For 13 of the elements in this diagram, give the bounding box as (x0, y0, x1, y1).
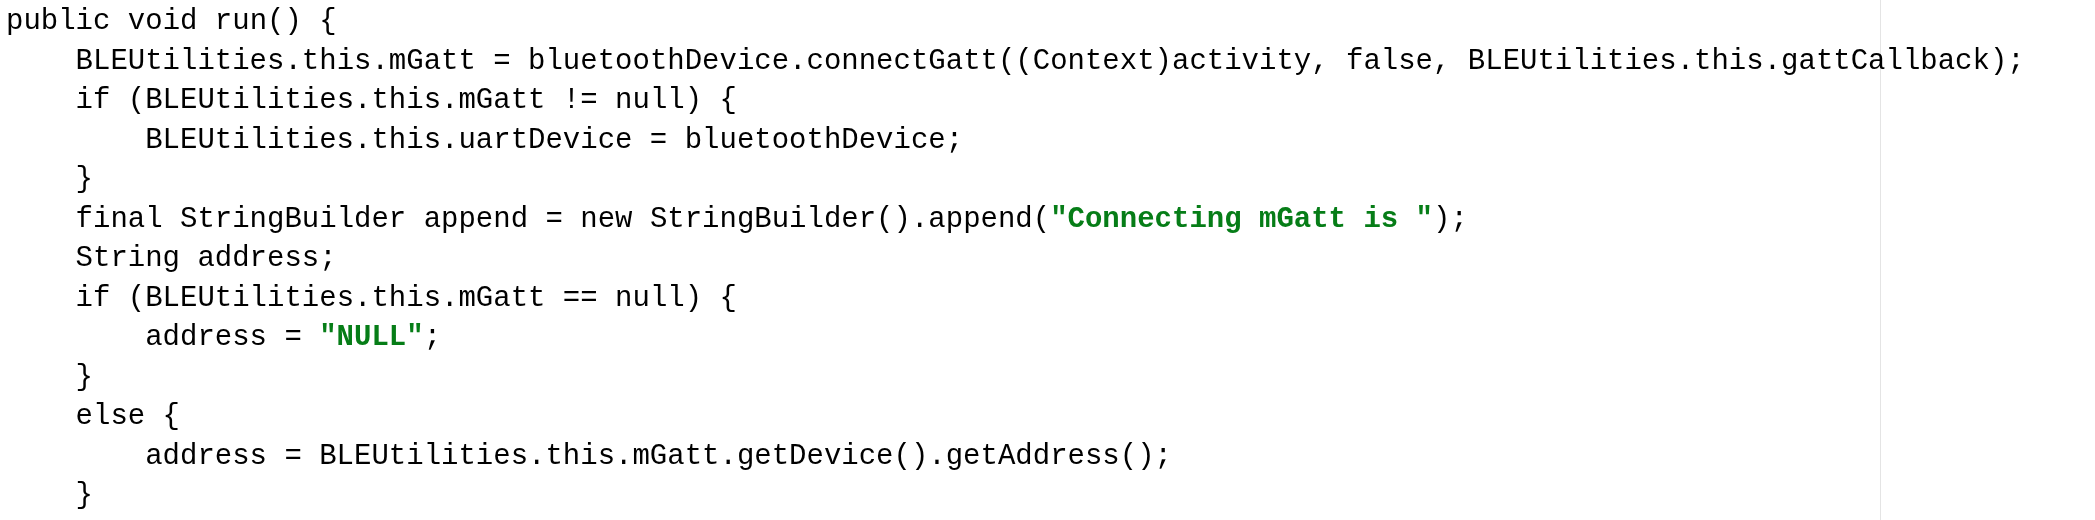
code-line: final StringBuilder append = new StringBuilder().append("Connecting mGatt is "); (75, 201, 1468, 238)
code-line: else { (75, 399, 180, 435)
code-line: address = "NULL"; (145, 320, 442, 356)
code-line: String address; (75, 241, 337, 277)
code-line: BLEUtilities.this.mGatt = bluetoothDevice.connectGatt((Context)activity, false, BLEUtilities.this.gattCallback); (75, 43, 2025, 80)
code-line: if (BLEUtilities.this.mGatt != null) { (75, 83, 737, 119)
code-line: address = BLEUtilities.this.mGatt.getDevice().getAddress(); (145, 438, 1172, 475)
code-line: public void run() { (6, 4, 337, 40)
code-line: } (75, 162, 93, 198)
code-line: if (BLEUtilities.this.mGatt == null) { (75, 280, 737, 317)
code-line: } (75, 359, 93, 396)
code-line: BLEUtilities.this.uartDevice = bluetoothDevice; (145, 122, 964, 159)
code-line: } (75, 478, 93, 514)
